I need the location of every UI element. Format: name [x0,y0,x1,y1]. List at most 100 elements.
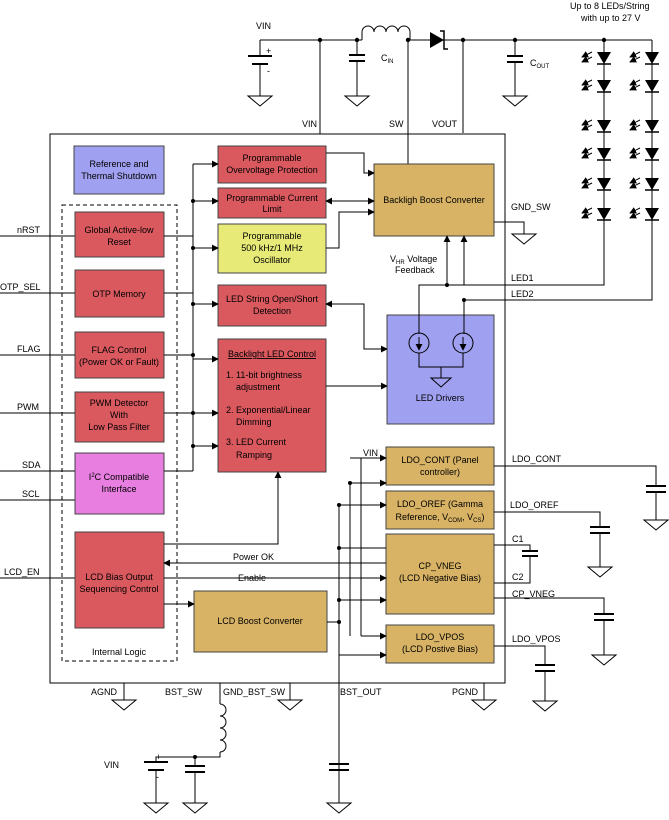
signal-sda: SDA [22,460,41,470]
right-outputs: LDO_CONT LDO_OREF C1 C2 CP_VNEG LDO_VPOS [494,454,669,712]
ldo-oref-block [385,490,495,530]
led-icon [629,207,659,221]
led-drivers-label: LED Drivers [416,393,465,403]
ref-thermal-block [73,145,165,195]
power-ok-label: Power OK [233,552,274,562]
ground-symbol [343,95,371,107]
ldo-oref-pin: LDO_OREF [510,500,559,510]
cp-vneg-block [385,533,495,615]
pin-vin: VIN [302,119,317,129]
led-icon [629,119,659,133]
led-note-2: with up to 27 V [580,13,641,23]
cin-label: CIN [381,53,394,65]
otp-memory-label: OTP Memory [92,289,146,299]
led-icon [581,177,611,191]
enable-label: Enable [238,573,266,583]
led-icon [629,147,659,161]
led-icon [581,79,611,93]
led2-label: LED2 [511,289,534,299]
ldo-cont-line1: LDO_CONT (Panel [401,455,478,465]
vhr-line1: VHR Voltage [390,254,437,266]
bl-item-1b: adjustment [236,382,281,392]
signal-pwm: PWM [17,402,39,412]
lcd-bias-line1: LCD Bias Output [85,572,153,582]
bst-sw-pin: BST_SW [165,687,203,697]
ldo-vpos-line1: LDO_VPOS [416,632,465,642]
bottom-pins: AGND BST_SW + - VIN GND_BST_SW BST_OUT [91,683,498,814]
ldo-vpos-line2: (LCD Postive Bias) [402,644,478,654]
pin-sw: SW [389,119,404,129]
internal-wiring: GND_SW LED1 LED2 VIN [163,152,653,775]
led-note-1: Up to 8 LEDs/String [570,1,650,11]
pwm-detector-line1: PWM Detector [90,398,149,408]
backlight-control-title: Backlight LED Control [228,349,316,359]
internal-logic-label: Internal Logic [92,647,147,657]
signal-scl: SCL [22,489,40,499]
internal-logic-box [61,204,178,662]
led-icon [581,147,611,161]
lcd-boost-label: LCD Boost Converter [217,616,303,626]
cout-capacitor [507,37,523,96]
cp-vneg-line2: (LCD Negative Bias) [399,573,481,583]
current-limit-line2: Limit [262,204,282,214]
ref-thermal-line1: Reference and [89,159,148,169]
led-icon [629,177,659,191]
backlight-boost-label: Backligh Boost Converter [383,195,485,205]
i2c-line1: I2C Compatible [89,472,149,482]
otp-memory-block [74,269,165,318]
cp-vneg-line1: CP_VNEG [418,561,461,571]
oscillator-line3: Oscillator [253,255,291,265]
led-icon [629,51,659,65]
ovp-block [217,145,327,184]
open-short-line1: LED String Open/Short [226,294,319,304]
ovp-line2: Overvoltage Protection [226,165,318,175]
flag-control-line2: (Power OK or Fault) [79,357,159,367]
led-strings [581,37,659,228]
i2c-interface-block [74,452,165,515]
pgnd-pin: PGND [452,687,479,697]
pwm-detector-line2: With [110,410,128,420]
led-icon [581,119,611,133]
pwm-detector-line3: Low Pass Filter [88,422,150,432]
global-reset-line1: Global Active-low [84,225,154,235]
vhr-line2: Feedback [395,265,435,275]
ldo-vpos-block [385,624,495,664]
battery-minus: - [267,66,270,76]
input-battery: + - [248,40,272,96]
lcd-bias-line2: Sequencing Control [79,584,158,594]
ldo-cont-line2: controller) [420,467,460,477]
led1-label: LED1 [511,273,534,283]
signal-nrst: nRST [17,225,41,235]
global-reset-line2: Reset [107,237,131,247]
pin-vout: VOUT [432,119,458,129]
bl-item-2a: 2. Exponential/Linear [226,405,311,415]
cout-label: COUT [530,58,550,70]
backlight-boost-block [373,163,495,237]
signal-lcd-en: LCD_EN [4,567,40,577]
cp-vneg-pin: CP_VNEG [512,589,555,599]
signal-flag: FLAG [17,344,41,354]
backlight-control-block [217,338,327,473]
ldo-cont-pin: LDO_CONT [512,454,562,464]
signal-otp-sel: OTP_SEL [0,282,41,292]
chip-outline [49,133,506,684]
open-short-line2: Detection [253,306,291,316]
flag-control-line1: FLAG Control [91,345,146,355]
i2c-line2: Interface [101,484,136,494]
bottom-battery-minus: - [156,772,159,782]
ldo-cont-block [385,446,495,486]
ldo-oref-line1: LDO_OREF (Gamma [397,499,483,509]
oscillator-line1: Programmable [242,231,301,241]
ovp-line1: Programmable [242,153,301,163]
global-reset-block [74,211,165,258]
bst-out-pin: BST_OUT [340,687,382,697]
agnd-pin: AGND [91,687,118,697]
lcd-bias-sequencing-block [74,531,165,629]
c1-pin: C1 [512,534,524,544]
flag-control-block [74,331,165,379]
vin-top-label: VIN [256,21,271,31]
lcd-boost-block [193,590,328,653]
vin-bottom-label: VIN [104,760,119,770]
ref-thermal-line2: Thermal Shutdown [81,171,157,181]
